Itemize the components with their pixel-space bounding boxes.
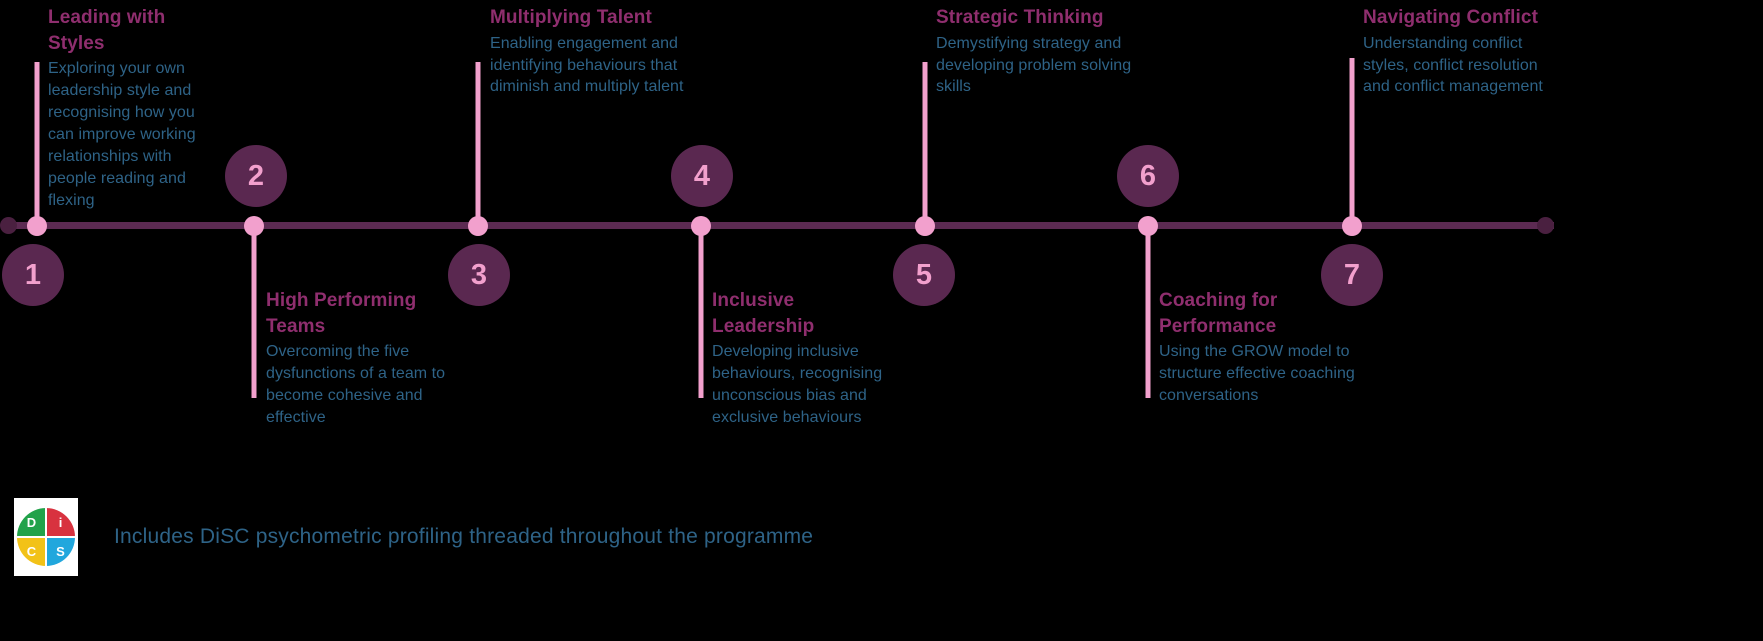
timeline-number-4[interactable]: 4 (671, 145, 733, 207)
timeline-title-2: High Performing Teams (266, 290, 417, 337)
timeline-block-4: Inclusive Leadership Developing inclusiv… (712, 288, 897, 429)
disc-divider-horizontal (17, 536, 75, 538)
timeline-axis (8, 222, 1554, 229)
timeline-title-6: Coaching for Performance (1159, 290, 1278, 337)
connector-stem-1 (34, 62, 40, 226)
connector-stem-7 (1349, 58, 1355, 226)
timeline-endcap-left (0, 217, 17, 234)
disc-wheel-icon: D i C S (17, 508, 75, 566)
disc-quadrant-s: S (46, 537, 75, 566)
timeline-number-7[interactable]: 7 (1321, 244, 1383, 306)
timeline-dot-1[interactable] (27, 216, 47, 236)
disc-quadrant-i: i (46, 508, 75, 537)
timeline-number-2[interactable]: 2 (225, 145, 287, 207)
timeline-number-1[interactable]: 1 (2, 244, 64, 306)
disc-logo: D i C S (14, 498, 78, 576)
timeline-block-5: Strategic Thinking Demystifying strategy… (936, 5, 1141, 98)
footer-text: Includes DiSC psychometric profiling thr… (114, 525, 814, 548)
timeline-dot-4[interactable] (691, 216, 711, 236)
footer: D i C S Includes DiSC psychometric profi… (14, 498, 813, 576)
timeline-desc-4: Developing inclusive behaviours, recogni… (712, 343, 883, 426)
connector-stem-4 (698, 226, 704, 398)
timeline-number-6[interactable]: 6 (1117, 145, 1179, 207)
timeline-desc-5: Demystifying strategy and developing pro… (936, 34, 1132, 96)
timeline-desc-6: Using the GROW model to structure effect… (1159, 343, 1355, 405)
timeline-block-6: Coaching for Performance Using the GROW … (1159, 288, 1364, 407)
timeline-title-7: Navigating Conflict (1363, 7, 1539, 28)
timeline-dot-7[interactable] (1342, 216, 1362, 236)
connector-stem-6 (1145, 226, 1151, 398)
timeline-desc-7: Understanding conflict styles, conflict … (1363, 34, 1543, 96)
timeline-title-3: Multiplying Talent (490, 7, 652, 28)
timeline-dot-6[interactable] (1138, 216, 1158, 236)
connector-stem-2 (251, 226, 257, 398)
disc-quadrant-d: D (17, 508, 46, 537)
timeline-dot-2[interactable] (244, 216, 264, 236)
disc-quadrant-c: C (17, 537, 46, 566)
timeline-number-5[interactable]: 5 (893, 244, 955, 306)
connector-stem-5 (922, 62, 928, 226)
timeline-title-4: Inclusive Leadership (712, 290, 815, 337)
timeline-desc-2: Overcoming the five dysfunctions of a te… (266, 343, 446, 426)
timeline-dot-5[interactable] (915, 216, 935, 236)
timeline-desc-3: Enabling engagement and identifying beha… (490, 34, 684, 96)
timeline-block-1: Leading with Styles Exploring your own l… (48, 5, 213, 212)
timeline-title-1: Leading with Styles (48, 7, 166, 54)
timeline-title-5: Strategic Thinking (936, 7, 1104, 28)
connector-stem-3 (475, 62, 481, 226)
timeline-dot-3[interactable] (468, 216, 488, 236)
timeline-endcap-right (1537, 217, 1554, 234)
timeline-number-3[interactable]: 3 (448, 244, 510, 306)
timeline-block-2: High Performing Teams Overcoming the fiv… (266, 288, 456, 429)
timeline-block-3: Multiplying Talent Enabling engagement a… (490, 5, 705, 98)
timeline-block-7: Navigating Conflict Understanding confli… (1363, 5, 1558, 98)
timeline-desc-1: Exploring your own leadership style and … (48, 60, 196, 209)
